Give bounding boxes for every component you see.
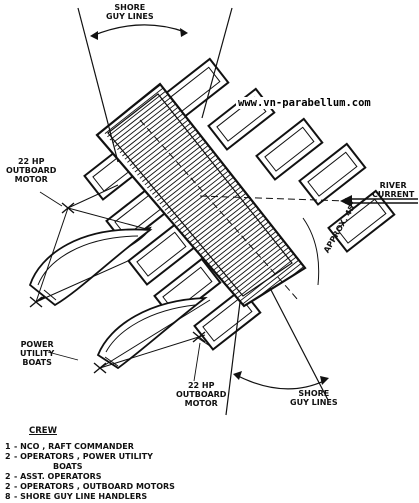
label-outboard-motor-left: 22 HP OUTBOARD MOTOR [6,157,57,184]
angle-reference [139,119,346,301]
crew-list: 1- NCO , RAFT COMMANDER 2- OPERATORS , P… [5,442,175,502]
motor-marks [29,202,206,374]
shore-guy-lines [77,7,329,416]
lashing-lines [35,184,211,369]
power-utility-boat-lower [96,296,208,370]
label-shore-guy-lines-bottom: SHORE GUY LINES [290,389,338,407]
label-outboard-motor-bottom: 22 HP OUTBOARD MOTOR [176,381,227,408]
deck-balk-line [279,263,305,306]
label-power-utility-boats: POWER UTILITY BOATS [20,340,55,367]
crew-item: 8- SHORE GUY LINE HANDLERS [5,492,148,501]
river-current-arrow [340,195,418,207]
deck-balk-line [102,84,223,131]
arrowheads [90,28,329,385]
crew-item: 2- ASST. OPERATORS [5,472,102,481]
crew-item: 2- OPERATORS , POWER UTILITY [5,452,153,461]
crew-item-continued: BOATS [53,462,83,471]
label-river-current: RIVER CURRENT [372,181,415,199]
watermark: www.vn-parabellum.com [236,97,373,109]
label-shore-guy-lines-top: SHORE GUY LINES [106,3,154,21]
crew-item: 1- NCO , RAFT COMMANDER [5,442,134,451]
label-leaders [39,191,201,382]
crew-item: 2- OPERATORS , OUTBOARD MOTORS [5,482,175,491]
crew-title: CREW [29,426,57,436]
